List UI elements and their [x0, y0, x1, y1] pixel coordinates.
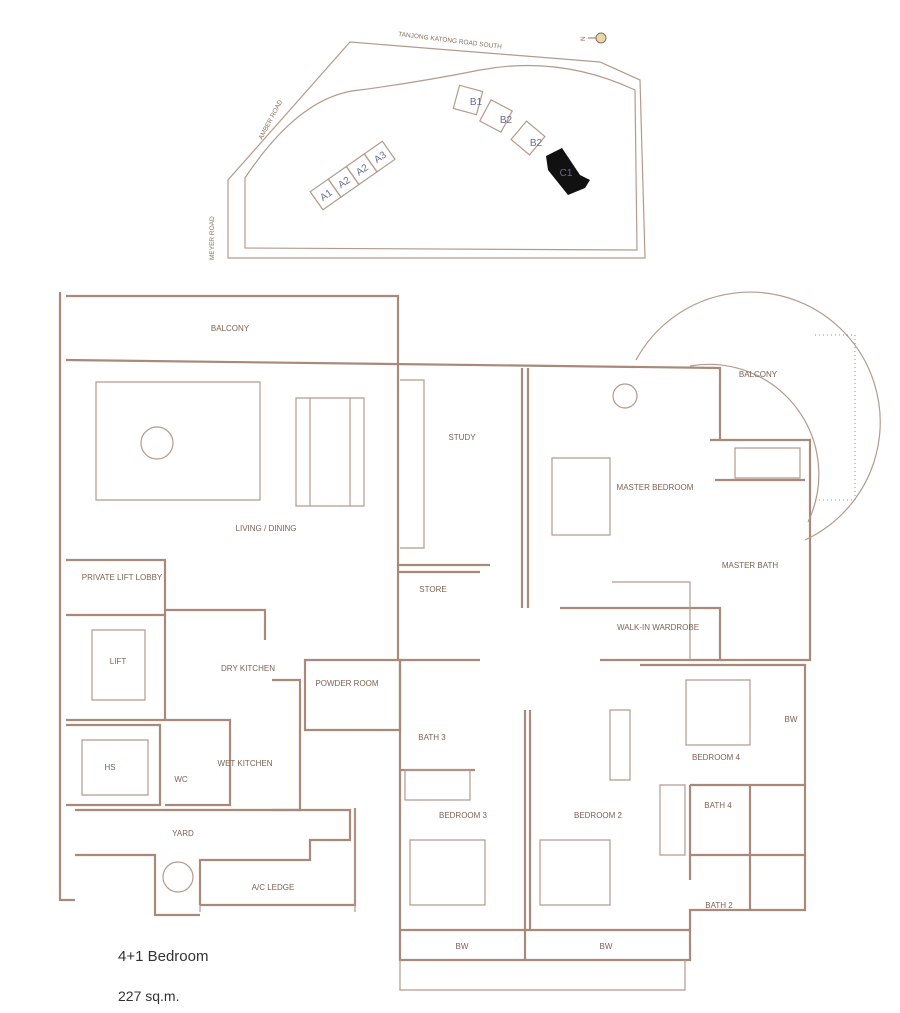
- room-label-powder-room: POWDER ROOM: [315, 679, 378, 688]
- floor-plan-walls: [58, 292, 812, 991]
- site-boundary: [227, 41, 646, 259]
- block-label-b1: B1: [470, 97, 483, 108]
- room-label-private-lift-lobby: PRIVATE LIFT LOBBY: [82, 573, 163, 582]
- unit-area-label: 227 sq.m.: [118, 988, 180, 1004]
- site-inner-path: [244, 64, 638, 251]
- round-balcony: [635, 291, 881, 541]
- block-b1: [452, 84, 484, 116]
- block-label-a2: A2: [336, 175, 353, 191]
- block-label-b2: B2: [500, 115, 513, 126]
- block-label-c1: C1: [560, 168, 573, 179]
- room-label-bw-bedroom3: BW: [456, 942, 469, 951]
- block-label-a1: A1: [318, 187, 335, 203]
- room-label-living-dining: LIVING / DINING: [236, 524, 297, 533]
- room-label-balcony-master: BALCONY: [739, 370, 778, 379]
- room-label-balcony: BALCONY: [211, 324, 250, 333]
- block-a3: [363, 140, 396, 173]
- road-label-tanjong-katong: TANJONG KATONG ROAD SOUTH: [398, 31, 503, 51]
- room-label-bedroom-3: BEDROOM 3: [439, 811, 488, 820]
- block-b2: [478, 98, 514, 134]
- block-label-a3: A3: [372, 150, 389, 166]
- room-label-bw-bedroom2: BW: [600, 942, 613, 951]
- room-labels: BALCONY BALCONY LIVING / DINING STUDY MA…: [82, 324, 798, 951]
- site-plan: TANJONG KATONG ROAD SOUTH AMBER ROAD MEY…: [209, 31, 646, 260]
- room-label-bath-4: BATH 4: [704, 801, 732, 810]
- block-c1-highlighted: [546, 148, 590, 195]
- room-label-dry-kitchen: DRY KITCHEN: [221, 664, 275, 673]
- room-label-bedroom-4: BEDROOM 4: [692, 753, 741, 762]
- svg-text:N: N: [580, 36, 587, 41]
- room-label-wet-kitchen: WET KITCHEN: [218, 759, 273, 768]
- room-label-store: STORE: [419, 585, 446, 594]
- room-label-ac-ledge: A/C LEDGE: [252, 883, 295, 892]
- room-label-yard: YARD: [172, 829, 194, 838]
- room-label-master-bedroom: MASTER BEDROOM: [617, 483, 694, 492]
- block-label-a2-2: A2: [354, 162, 371, 178]
- block-group-a: A1 A2 A2 A3: [309, 140, 396, 211]
- road-label-meyer: MEYER ROAD: [209, 216, 216, 260]
- room-label-wc: WC: [174, 775, 188, 784]
- block-label-b2-2: B2: [530, 138, 543, 149]
- north-arrow-icon: N: [580, 32, 607, 44]
- room-label-walk-in-wardrobe: WALK-IN WARDROBE: [617, 623, 699, 632]
- room-label-bath-2: BATH 2: [705, 901, 733, 910]
- room-label-bath-3: BATH 3: [418, 733, 446, 742]
- room-label-master-bath: MASTER BATH: [722, 561, 779, 570]
- block-group-b: B1 B2 B2 C1: [452, 84, 590, 195]
- block-b2-2: [510, 120, 546, 156]
- unit-type-label: 4+1 Bedroom: [118, 948, 209, 965]
- room-label-bw-bedroom4: BW: [785, 715, 798, 724]
- room-label-hs: HS: [104, 763, 115, 772]
- room-label-study: STUDY: [448, 433, 476, 442]
- room-label-bedroom-2: BEDROOM 2: [574, 811, 623, 820]
- room-label-lift: LIFT: [110, 657, 127, 666]
